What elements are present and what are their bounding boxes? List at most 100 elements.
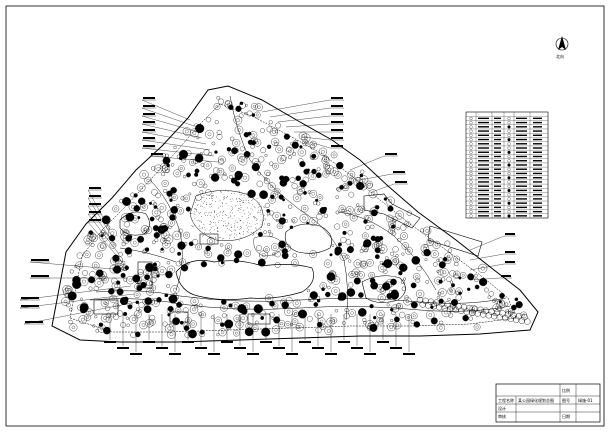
tree-symbol bbox=[98, 322, 104, 327]
tree-symbol bbox=[308, 298, 312, 302]
tree-symbol bbox=[269, 300, 275, 307]
tree-symbol bbox=[156, 274, 160, 278]
tree-symbol bbox=[218, 328, 227, 337]
tree-symbol bbox=[410, 301, 418, 309]
tree-symbol bbox=[438, 288, 447, 297]
legend-text-bar bbox=[494, 185, 501, 187]
title-block-sheet-no: 绿施-01 bbox=[578, 397, 593, 403]
tree-symbol bbox=[177, 207, 184, 215]
legend-text-bar bbox=[516, 177, 527, 179]
tree-symbol bbox=[183, 322, 192, 330]
tree-symbol bbox=[410, 312, 418, 320]
tree-symbol bbox=[168, 297, 172, 300]
tree-symbol bbox=[430, 317, 438, 325]
legend-text-bar bbox=[494, 147, 501, 149]
tree-symbol bbox=[487, 295, 491, 299]
legend-text-bar bbox=[516, 147, 527, 149]
tree-symbol bbox=[256, 245, 262, 251]
tree-symbol bbox=[156, 297, 162, 303]
tree-symbol bbox=[194, 168, 200, 174]
legend-text-bar bbox=[533, 164, 542, 166]
tree-symbol bbox=[319, 323, 326, 330]
tree-symbol bbox=[297, 189, 303, 196]
tree-symbol bbox=[172, 215, 177, 220]
tree-symbol bbox=[362, 318, 367, 322]
tree-symbol bbox=[192, 181, 197, 187]
tree-symbol bbox=[277, 319, 286, 328]
tree-symbol bbox=[365, 225, 370, 230]
tree-symbol bbox=[181, 264, 189, 272]
tree-symbol bbox=[235, 105, 242, 112]
tree-symbol bbox=[263, 230, 267, 234]
legend-text-bar bbox=[478, 198, 489, 200]
tree-symbol bbox=[221, 313, 227, 318]
legend-symbol bbox=[507, 188, 511, 193]
tree-symbol bbox=[393, 321, 402, 330]
legend-text-bar bbox=[494, 168, 501, 170]
tree-symbol bbox=[441, 277, 446, 282]
tree-symbol bbox=[162, 164, 170, 173]
legend-text-bar bbox=[478, 117, 489, 120]
tree-symbol bbox=[316, 295, 321, 301]
tree-symbol bbox=[203, 149, 210, 156]
annotation-leader bbox=[141, 129, 207, 145]
tree-symbol bbox=[116, 288, 124, 296]
tree-symbol bbox=[374, 247, 381, 254]
tree-symbol bbox=[264, 154, 268, 157]
annotation-leader bbox=[156, 314, 168, 349]
tree-symbol bbox=[322, 155, 329, 163]
legend-symbol bbox=[469, 188, 473, 193]
tree-symbol bbox=[251, 313, 255, 317]
tree-symbol bbox=[447, 297, 451, 301]
tree-symbol bbox=[137, 183, 146, 192]
tree-symbol bbox=[268, 120, 273, 125]
legend-text-bar bbox=[533, 147, 542, 149]
tree-symbol bbox=[170, 285, 180, 295]
legend-text-bar bbox=[494, 143, 501, 145]
tree-symbol bbox=[91, 261, 100, 270]
tree-symbol bbox=[120, 272, 126, 278]
tree-symbol bbox=[152, 202, 157, 207]
tree-symbol bbox=[514, 297, 519, 302]
tree-symbol bbox=[353, 277, 361, 285]
tree-symbol bbox=[275, 219, 279, 222]
tree-symbol bbox=[379, 260, 384, 265]
tree-symbol bbox=[178, 228, 183, 234]
legend-text-bar bbox=[478, 134, 489, 136]
tree-symbol bbox=[214, 316, 222, 325]
legend-text-bar bbox=[533, 189, 542, 192]
title-block-project: 工程名称 bbox=[498, 397, 514, 403]
tree-symbol bbox=[110, 256, 119, 266]
tree-symbol bbox=[196, 136, 200, 140]
tree-symbol bbox=[396, 227, 400, 231]
tree-symbol bbox=[275, 122, 281, 129]
tree-symbol bbox=[391, 224, 396, 229]
tree-symbol bbox=[330, 317, 338, 324]
tree-symbol bbox=[367, 325, 373, 331]
tree-symbol bbox=[453, 255, 460, 263]
tree-symbol bbox=[186, 261, 190, 265]
tree-symbol bbox=[255, 320, 259, 325]
tree-symbol bbox=[259, 190, 268, 200]
annotation-leader bbox=[377, 314, 389, 343]
tree-symbol bbox=[511, 304, 517, 311]
tree-symbol bbox=[318, 147, 327, 156]
tree-symbol bbox=[267, 229, 272, 234]
annotation-leader bbox=[390, 314, 402, 349]
tree-symbol bbox=[218, 158, 225, 165]
tree-symbol bbox=[235, 320, 244, 329]
legend-text-bar bbox=[494, 189, 501, 192]
tree-symbol bbox=[441, 307, 451, 318]
tree-symbol bbox=[94, 278, 104, 288]
tree-symbol bbox=[406, 210, 412, 216]
legend-symbol bbox=[507, 155, 511, 159]
tree-symbol bbox=[167, 219, 176, 227]
tree-symbol bbox=[79, 277, 89, 287]
tree-symbol bbox=[502, 314, 509, 322]
tree-symbol bbox=[433, 262, 438, 267]
tree-symbol bbox=[319, 282, 327, 290]
legend-text-bar bbox=[478, 130, 489, 132]
tree-symbol bbox=[189, 158, 196, 166]
tree-symbol bbox=[133, 310, 142, 319]
tree-symbol bbox=[347, 170, 356, 179]
